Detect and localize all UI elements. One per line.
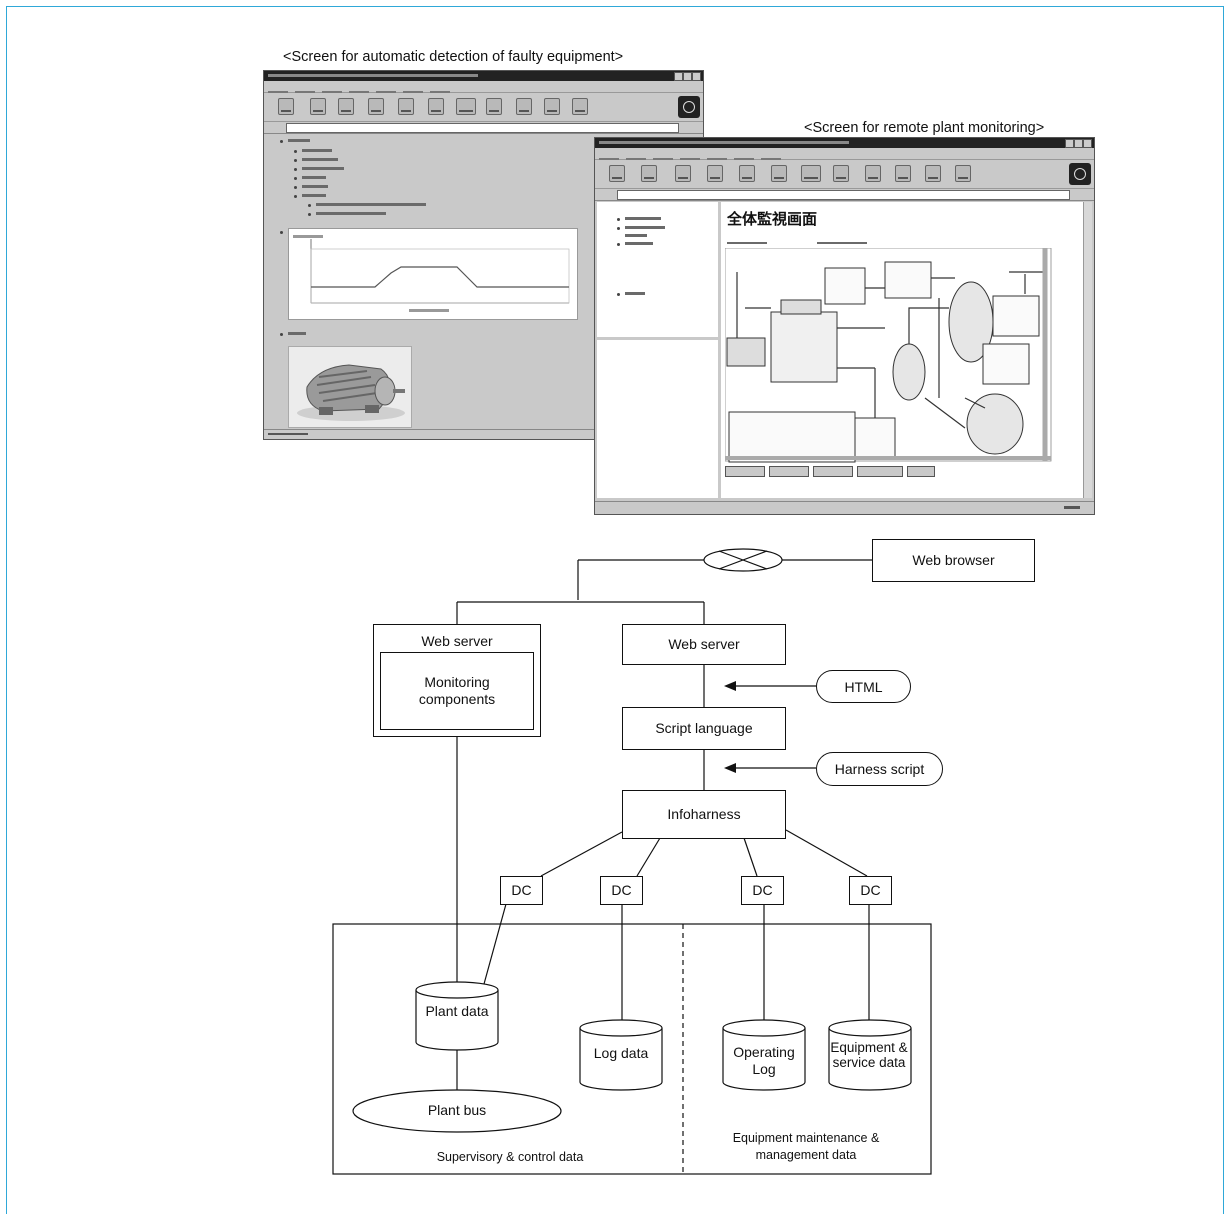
- dc-box-4: DC: [849, 876, 892, 905]
- remote-screen-caption: <Screen for remote plant monitoring>: [804, 120, 1045, 136]
- operating-log-label: Operating Log: [733, 1044, 795, 1077]
- dc-box-3: DC: [741, 876, 784, 905]
- refresh-icon[interactable]: [368, 98, 384, 115]
- faulty-screen-caption: <Screen for automatic detection of fault…: [283, 49, 624, 65]
- script-language-box: Script language: [622, 707, 786, 750]
- plant-schematic: [725, 248, 1052, 463]
- favorites-icon[interactable]: [456, 98, 476, 115]
- mail-icon[interactable]: [516, 98, 532, 115]
- nav-frame-lower: [597, 340, 718, 498]
- remote-monitoring-window: 全体監視画面: [594, 137, 1095, 515]
- window-menubar: [264, 81, 703, 94]
- mail-icon[interactable]: [865, 165, 881, 182]
- browser-logo-icon: [678, 96, 700, 118]
- window-statusbar: [595, 501, 1094, 514]
- supervisory-control-data-label: Supervisory & control data: [436, 1150, 584, 1164]
- screen-tab-1[interactable]: [725, 466, 765, 477]
- screen-tab-5[interactable]: [907, 466, 935, 477]
- address-bar: [264, 122, 703, 134]
- print-icon[interactable]: [544, 98, 560, 115]
- harness-script-pill: Harness script: [816, 752, 943, 786]
- address-input[interactable]: [617, 190, 1070, 200]
- back-icon[interactable]: [278, 98, 294, 115]
- plant-bus-shape: [352, 1089, 562, 1133]
- web-browser-box: Web browser: [872, 539, 1035, 582]
- window-titlebar: [264, 71, 703, 81]
- database-cylinders: [415, 981, 912, 1091]
- edit-icon[interactable]: [572, 98, 588, 115]
- scrollbar-vertical[interactable]: [1083, 202, 1092, 498]
- browser-logo-icon: [1069, 163, 1091, 185]
- home-icon[interactable]: [739, 165, 755, 182]
- search-icon[interactable]: [428, 98, 444, 115]
- trend-chart-graphic: [293, 235, 570, 312]
- back-icon[interactable]: [609, 165, 625, 182]
- refresh-icon[interactable]: [707, 165, 723, 182]
- forward-icon[interactable]: [641, 165, 657, 182]
- plant-bus-label: Plant bus: [427, 1102, 487, 1118]
- discuss-icon[interactable]: [955, 165, 971, 182]
- infoharness-box: Infoharness: [622, 790, 786, 839]
- monitoring-components-box: Monitoring components: [380, 652, 534, 730]
- address-input[interactable]: [286, 123, 679, 133]
- stop-icon[interactable]: [675, 165, 691, 182]
- trend-chart: [288, 228, 578, 320]
- nav-frame: [597, 202, 718, 337]
- page-title: 全体監視画面: [727, 210, 818, 228]
- history-icon[interactable]: [486, 98, 502, 115]
- plant-data-label: Plant data: [425, 1003, 489, 1019]
- equipment-service-data-label: Equipment & service data: [830, 1040, 908, 1071]
- window-titlebar: [595, 138, 1094, 148]
- html-pill: HTML: [816, 670, 911, 703]
- network-hub-icon: [703, 548, 783, 572]
- equipment-maintenance-data-label: Equipment maintenance & management data: [732, 1131, 880, 1162]
- window-statusbar: [264, 429, 703, 439]
- window-menubar: [595, 148, 1094, 161]
- screen-tab-4[interactable]: [857, 466, 903, 477]
- search-icon[interactable]: [771, 165, 787, 182]
- web-server-right-box: Web server: [622, 624, 786, 665]
- forward-icon[interactable]: [310, 98, 326, 115]
- favorites-icon[interactable]: [801, 165, 821, 182]
- address-bar: [595, 189, 1094, 201]
- motor-photo: [288, 346, 412, 428]
- screen-tab-3[interactable]: [813, 466, 853, 477]
- history-icon[interactable]: [833, 165, 849, 182]
- stop-icon[interactable]: [338, 98, 354, 115]
- home-icon[interactable]: [398, 98, 414, 115]
- log-data-label: Log data: [593, 1045, 649, 1061]
- browser-toolbar: [595, 160, 1094, 189]
- dc-box-2: DC: [600, 876, 643, 905]
- browser-toolbar: [264, 93, 703, 122]
- figure-frame: [6, 6, 1224, 1214]
- web-server-left-label: Web server: [421, 633, 493, 649]
- main-frame: 全体監視画面: [721, 202, 1083, 498]
- screen-tab-2[interactable]: [769, 466, 809, 477]
- print-icon[interactable]: [895, 165, 911, 182]
- edit-icon[interactable]: [925, 165, 941, 182]
- dc-box-1: DC: [500, 876, 543, 905]
